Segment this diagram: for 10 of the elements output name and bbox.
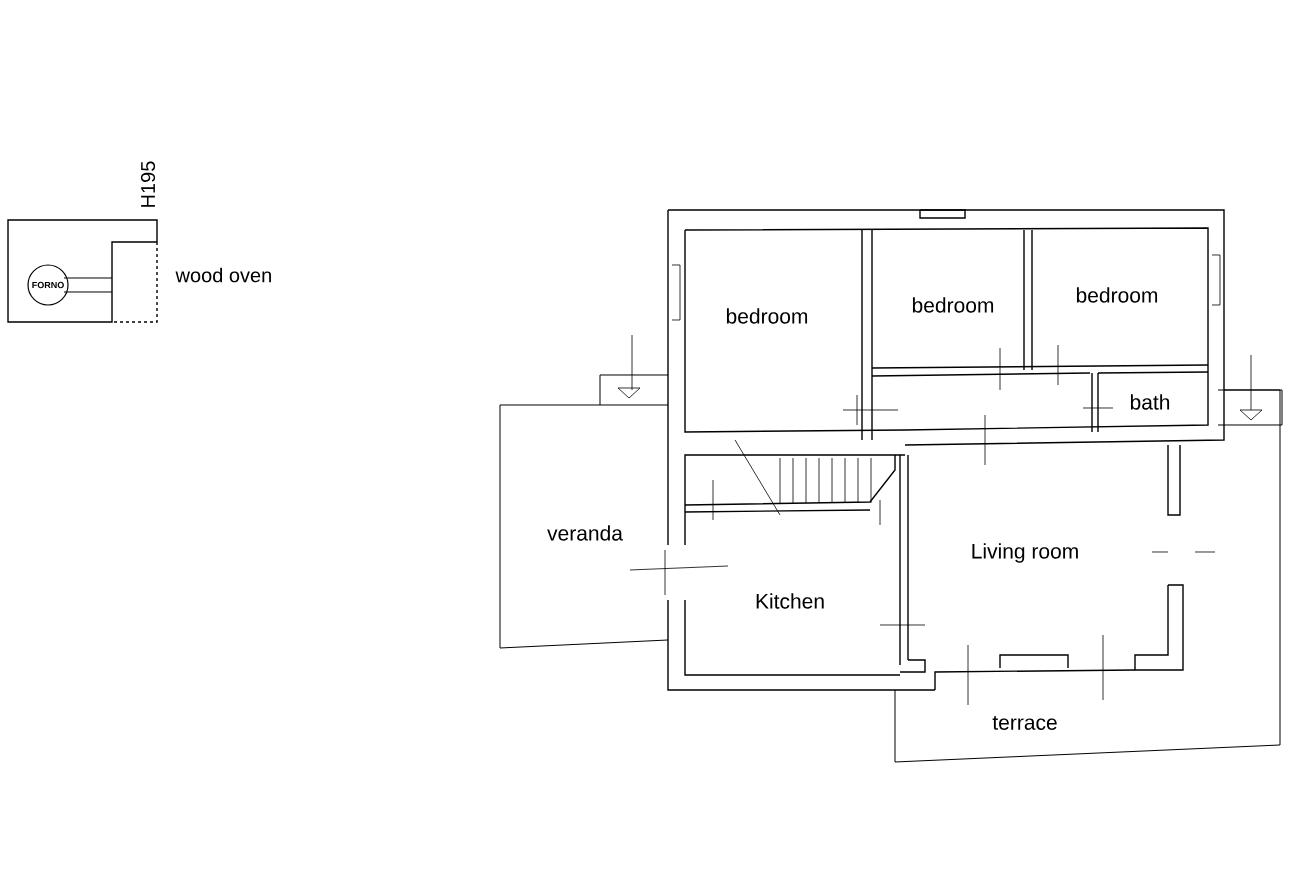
room-label: bedroom xyxy=(1076,287,1158,303)
room-label: terrace xyxy=(992,716,1057,730)
room-label: bedroom xyxy=(912,297,994,313)
room-label: Kitchen xyxy=(756,593,824,609)
room-label: bath xyxy=(1130,394,1170,410)
room-label: bedroom xyxy=(726,308,808,324)
room-label: veranda xyxy=(547,525,623,541)
oven-label: wood oven xyxy=(175,267,271,283)
height-label: H195 xyxy=(140,161,156,207)
room-label: Living room xyxy=(972,543,1078,563)
